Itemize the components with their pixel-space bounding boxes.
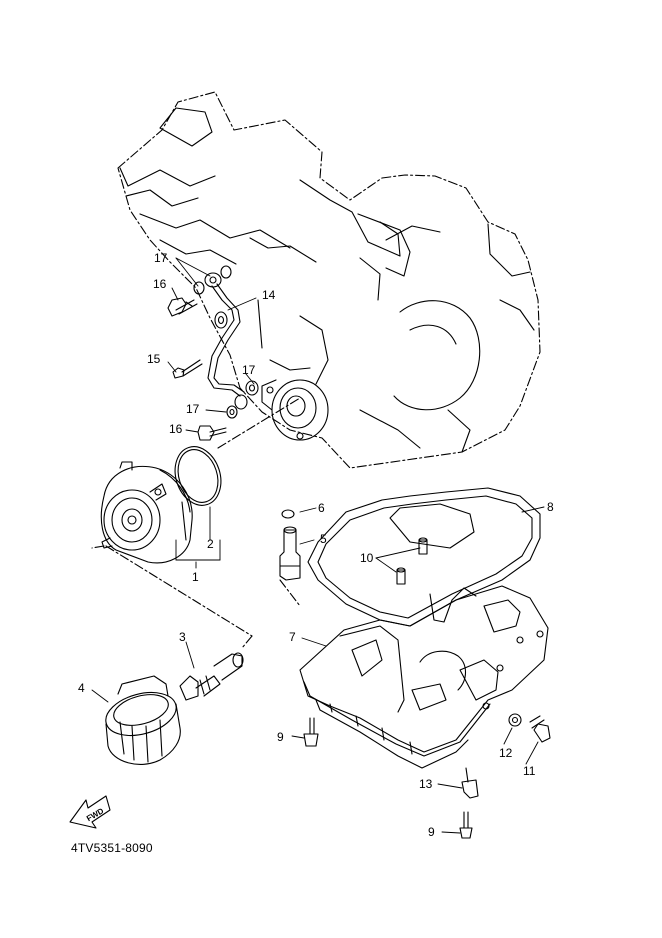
callout-9-left: 9 — [277, 730, 284, 744]
clamp — [461, 767, 479, 799]
bolt-16-upper — [167, 297, 198, 317]
callout-16-lower: 16 — [169, 422, 183, 436]
oil-pan-gasket — [307, 487, 541, 627]
dowel-pins — [396, 537, 428, 585]
callout-9-bottom: 9 — [428, 825, 435, 839]
washers-lower — [226, 380, 259, 419]
bolt-15 — [172, 359, 203, 379]
fwd-label: FWD — [85, 806, 105, 823]
callout-2: 2 — [207, 537, 214, 551]
engine-details — [119, 107, 535, 453]
leader-lines — [91, 257, 545, 834]
callout-6: 6 — [318, 501, 325, 515]
callout-17-lower: 17 — [186, 402, 200, 416]
bolt-9-left — [303, 717, 319, 747]
oil-pipe — [207, 283, 248, 410]
callout-10: 10 — [360, 551, 374, 565]
callout-3: 3 — [179, 630, 186, 644]
callout-1: 1 — [192, 570, 199, 584]
callout-16-upper: 16 — [153, 277, 167, 291]
callout-8: 8 — [547, 500, 554, 514]
engine-outline — [117, 91, 541, 469]
oil-cooler — [100, 461, 193, 564]
bolt-16-lower — [197, 425, 227, 441]
gasket-washer — [508, 713, 522, 727]
bolt-9-bottom — [459, 811, 473, 839]
callout-4: 4 — [78, 681, 85, 695]
callout-12: 12 — [499, 746, 513, 760]
o-ring-small — [281, 509, 295, 519]
o-ring — [174, 446, 222, 506]
callout-7: 7 — [289, 630, 296, 644]
alignment-lines — [91, 397, 301, 649]
union-bolt — [179, 652, 244, 701]
oil-pan — [299, 585, 549, 769]
callout-17-mid: 17 — [242, 363, 256, 377]
drain-bolt — [529, 715, 551, 743]
oil-filter — [105, 675, 181, 765]
oil-pipe-stub — [279, 526, 301, 581]
callout-17-upper: 17 — [154, 251, 168, 265]
callout-5: 5 — [320, 532, 327, 546]
callout-15: 15 — [147, 352, 161, 366]
forward-arrow-icon: FWD — [69, 795, 111, 829]
banjo-upper — [193, 265, 232, 295]
callout-14: 14 — [262, 288, 276, 302]
diagram-code: 4TV5351-8090 — [71, 841, 153, 855]
callout-13: 13 — [419, 777, 433, 791]
callout-11: 11 — [523, 764, 536, 778]
